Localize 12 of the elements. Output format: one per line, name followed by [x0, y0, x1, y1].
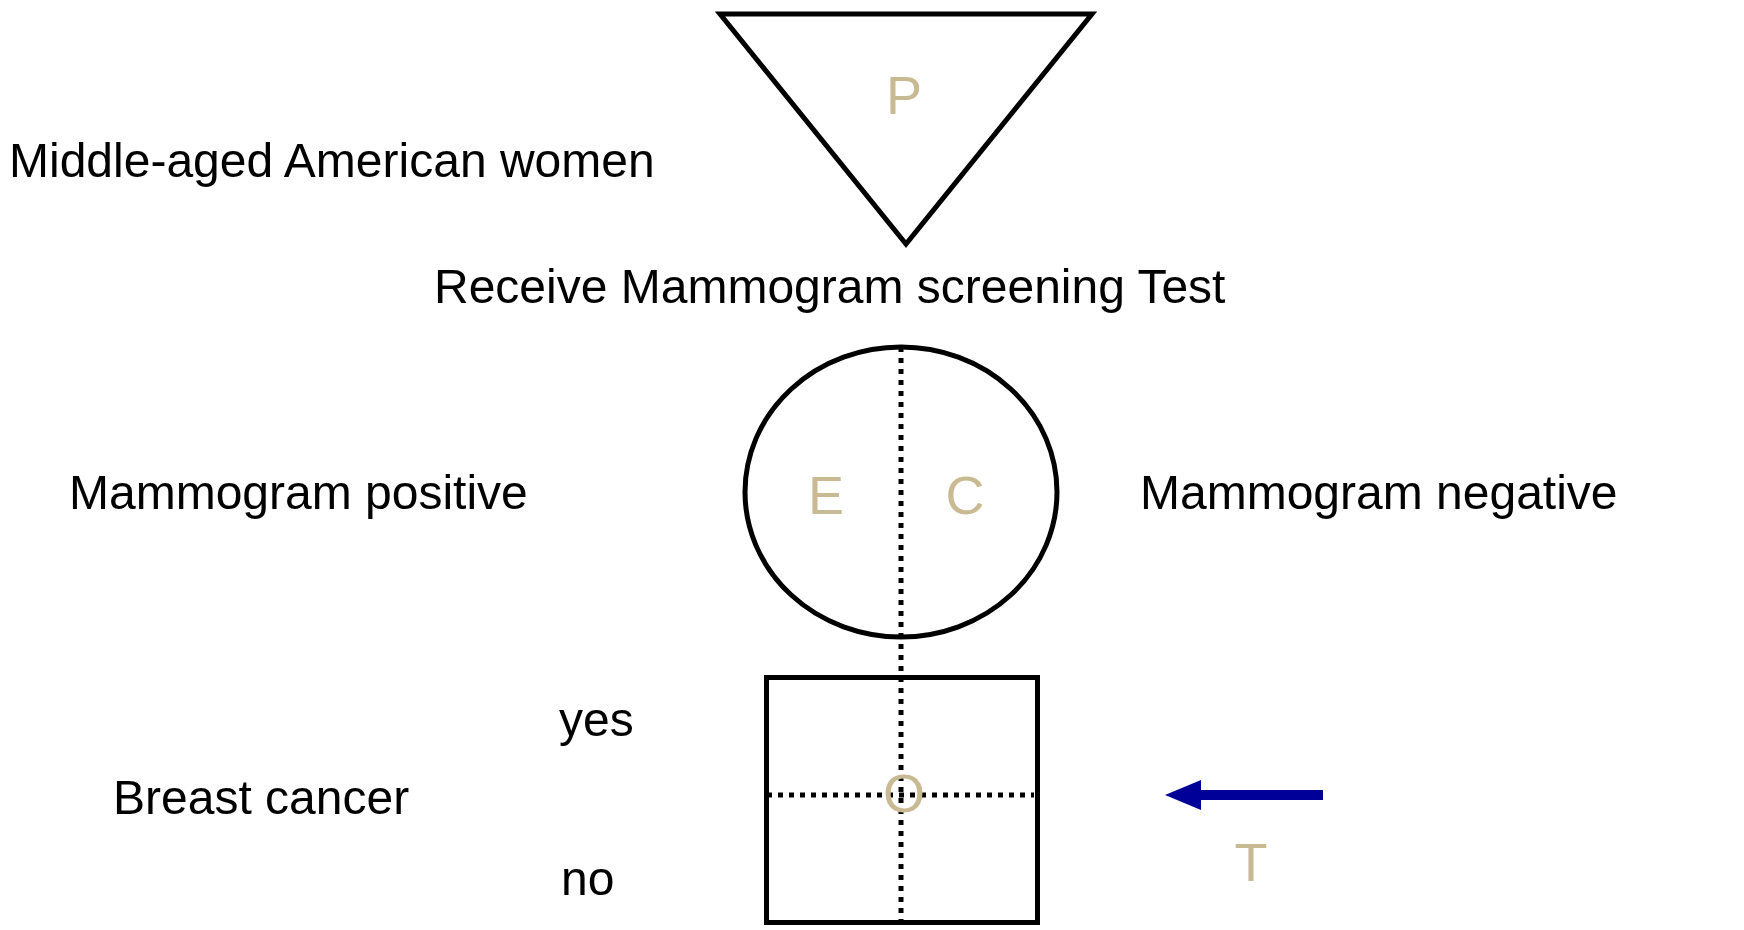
caption-text: Receive Mammogram screening Test	[434, 263, 1226, 311]
node-letter: O	[883, 766, 925, 820]
group-label: Mammogram negative	[1140, 469, 1618, 517]
node-caption: Middle-aged American women	[9, 137, 655, 185]
node-letter: E	[808, 468, 844, 522]
node-letter: C	[945, 468, 985, 522]
row-label: no	[561, 855, 615, 903]
group-label: Mammogram positive	[69, 469, 528, 517]
outcome-label: Breast cancer	[113, 774, 410, 822]
time-letter: T	[1234, 835, 1268, 889]
node-letter: P	[886, 68, 922, 122]
row-label: yes	[559, 696, 634, 744]
